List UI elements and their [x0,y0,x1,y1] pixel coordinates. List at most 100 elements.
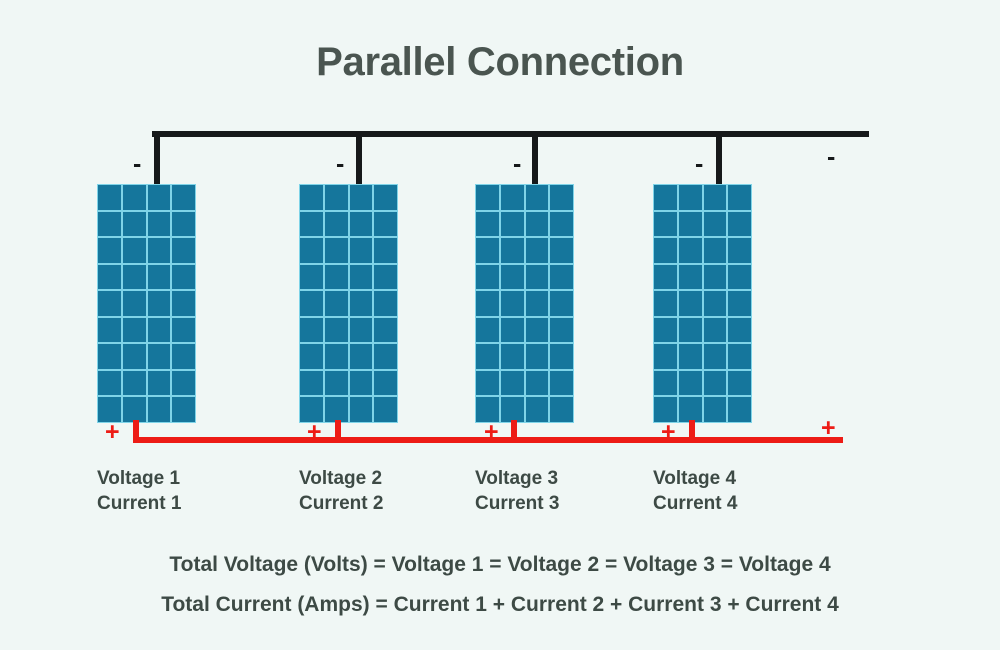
panel-cell [728,185,751,210]
panel-cell [476,238,499,263]
total-voltage-formula: Total Voltage (Volts) = Voltage 1 = Volt… [169,553,831,576]
positive-bus-wire [133,437,843,443]
panel-cell [122,344,146,369]
panel-cell [500,264,524,290]
panel-cell [172,185,195,210]
panel-cell [678,238,702,263]
panel-cell [550,185,573,210]
negative-terminal-sign-panel-2: - [336,150,345,178]
panel-cell [703,397,727,422]
panel-cell [349,370,373,396]
panel-cell [98,317,121,343]
panel-cell [349,211,373,237]
panel-cell [300,291,323,316]
panel-cell [98,264,121,290]
panel-cell [300,264,323,290]
panel-cell [349,397,373,422]
panel-cell [172,238,195,263]
panel-cell [550,397,573,422]
panel-cell [172,317,195,343]
positive-terminal-sign-panel-4: + [661,418,676,446]
voltage-label-3: Voltage 3 [475,468,559,489]
panel-cell [147,211,171,237]
panel-cell [525,264,549,290]
panel-cell [500,185,524,210]
panel-cell [374,344,397,369]
panel-cell [147,238,171,263]
panel-cell [703,211,727,237]
panel-cell [349,344,373,369]
panel-cell [349,291,373,316]
panel-cell [703,291,727,316]
panel-cell [476,344,499,369]
panel-cell [500,291,524,316]
panel-cell [476,370,499,396]
solar-panel-3[interactable] [475,184,574,423]
panel-cell [476,211,499,237]
panel-cell [654,185,677,210]
positive-terminal-sign-panel-3: + [484,418,499,446]
panel-cell [324,344,348,369]
negative-drop-wire-panel-3 [532,131,538,187]
panel-cell [98,291,121,316]
panel-cell [500,397,524,422]
panel-cell [550,211,573,237]
panel-cell [300,211,323,237]
panel-cell [122,264,146,290]
panel-cell [525,211,549,237]
negative-drop-wire-panel-2 [356,131,362,187]
panel-cell [525,344,549,369]
panel-cell [728,211,751,237]
panel-cell [324,185,348,210]
panel-cell [147,185,171,210]
solar-panel-4[interactable] [653,184,752,423]
panel-cell [122,211,146,237]
panel-cell [550,291,573,316]
negative-drop-wire-panel-1 [154,131,160,187]
panel-cell [374,211,397,237]
solar-panel-1[interactable] [97,184,196,423]
panel-cell [300,370,323,396]
panel-cell [728,344,751,369]
panel-cell [678,185,702,210]
panel-cell [678,211,702,237]
negative-drop-wire-panel-4 [716,131,722,187]
panel-cell [324,291,348,316]
panel-cell [703,370,727,396]
panel-cell [476,397,499,422]
panel-cell [654,397,677,422]
panel-cell [147,397,171,422]
panel-cell [98,397,121,422]
panel-cell [324,397,348,422]
panel-cell [728,397,751,422]
panel-cell [349,264,373,290]
panel-cell [525,370,549,396]
panel-cell [500,211,524,237]
panel-cell [374,291,397,316]
panel-cell [300,185,323,210]
panel-cell [374,317,397,343]
panel-cell [349,185,373,210]
panel-cell [703,185,727,210]
panel-cell [374,264,397,290]
panel-cell [374,185,397,210]
panel-cell [550,317,573,343]
positive-riser-wire-panel-2 [335,420,341,440]
panel-cell [324,238,348,263]
panel-cell [500,344,524,369]
panel-cell [122,317,146,343]
positive-riser-wire-panel-3 [511,420,517,440]
negative-terminal-sign-panel-1: - [133,150,142,178]
panel-cell [324,211,348,237]
voltage-label-4: Voltage 4 [653,468,737,489]
panel-cell [122,370,146,396]
negative-bus-wire [152,131,869,137]
panel-cell [98,370,121,396]
panel-cell [300,238,323,263]
panel-cell [476,185,499,210]
panel-cell [476,264,499,290]
panel-cell [147,344,171,369]
solar-panel-2[interactable] [299,184,398,423]
panel-cell [122,291,146,316]
